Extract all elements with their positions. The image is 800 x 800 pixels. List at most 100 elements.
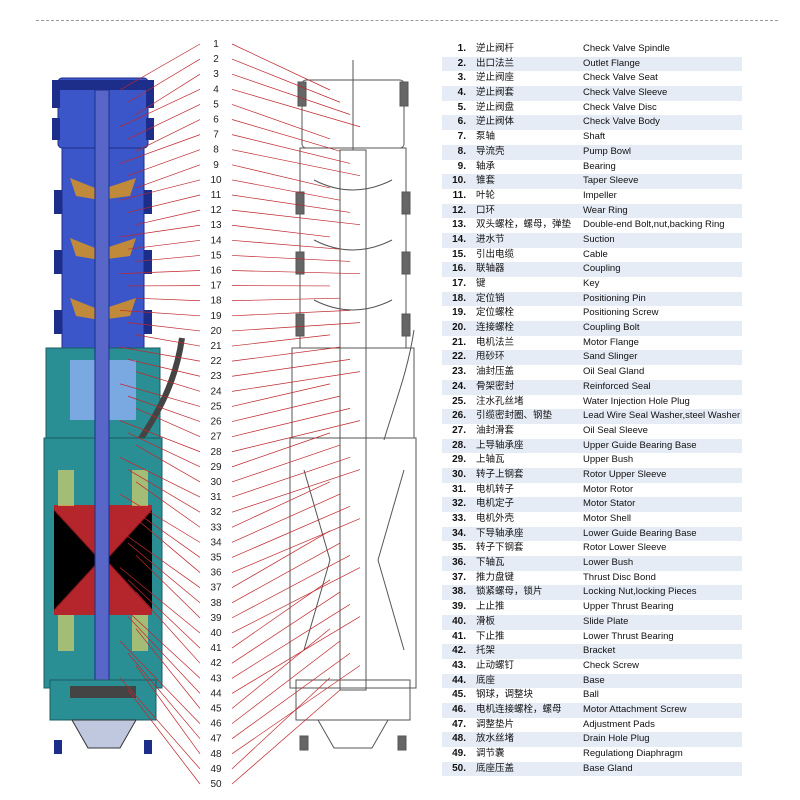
callout-number: 23 xyxy=(210,371,222,382)
leader-line xyxy=(231,194,351,213)
part-name-english: Coupling Bolt xyxy=(583,322,640,334)
part-name-chinese: 逆止阀座 xyxy=(476,72,515,84)
callout-number: 32 xyxy=(210,507,222,518)
leader-line xyxy=(231,359,351,377)
leader-line xyxy=(231,652,351,739)
part-name-chinese: 放水丝堵 xyxy=(476,733,515,745)
callout-number: 2 xyxy=(213,54,219,65)
part-number: 48. xyxy=(452,733,466,745)
part-name-english: Check Screw xyxy=(583,659,639,671)
pump-cross-section-diagram: 1234567891011121314151617181920212223242… xyxy=(43,39,417,790)
leader-line xyxy=(231,640,341,724)
leader-line xyxy=(119,677,201,770)
leader-line xyxy=(231,383,331,407)
part-name-chinese: 双头螺栓，螺母，弹垫 xyxy=(476,219,572,231)
callout-number: 31 xyxy=(210,492,222,503)
part-name-chinese: 逆止阀套 xyxy=(476,87,515,99)
callout-number: 4 xyxy=(213,84,219,95)
callout-number: 38 xyxy=(210,598,222,609)
leader-line xyxy=(231,149,361,177)
leader-line xyxy=(231,506,351,558)
part-number: 25. xyxy=(452,395,466,407)
part-number: 26. xyxy=(452,410,466,422)
part-number: 9. xyxy=(457,160,466,172)
part-number: 34. xyxy=(452,527,466,539)
part-name-chinese: 导流壳 xyxy=(476,145,505,157)
callout-number: 1 xyxy=(213,39,219,50)
callout-number: 11 xyxy=(211,190,222,201)
leader-line xyxy=(127,469,201,513)
leader-line xyxy=(127,579,201,649)
part-name-chinese: 电机外壳 xyxy=(476,513,515,524)
part-name-chinese: 叶轮 xyxy=(476,189,496,201)
leader-line xyxy=(127,653,201,739)
part-name-chinese: 油封压盖 xyxy=(476,366,515,378)
callout-number: 7 xyxy=(213,130,219,141)
part-name-chinese: 下导轴承座 xyxy=(476,527,524,539)
leader-line xyxy=(135,444,201,483)
part-name-chinese: 电机法兰 xyxy=(476,336,515,348)
leader-line xyxy=(119,310,201,317)
part-name-english: Rotor Upper Sleeve xyxy=(583,468,667,480)
leader-line xyxy=(135,371,201,392)
part-name-chinese: 托架 xyxy=(476,645,496,657)
leader-line xyxy=(135,665,201,755)
part-name-chinese: 联轴器 xyxy=(476,263,505,275)
callout-number: 16 xyxy=(210,266,222,277)
part-number: 27. xyxy=(452,424,466,436)
part-name-english: Rotor Lower Sleeve xyxy=(583,542,667,554)
part-number: 22. xyxy=(452,351,466,363)
part-name-english: Bracket xyxy=(583,645,616,657)
cable xyxy=(137,337,185,442)
leader-line xyxy=(231,554,351,619)
part-name-english: Outlet Flange xyxy=(583,57,641,69)
leader-line xyxy=(231,58,341,103)
leader-line xyxy=(231,322,361,332)
part-name-chinese: 轴承 xyxy=(476,160,496,172)
leader-line xyxy=(127,359,201,377)
part-name-english: Motor Stator xyxy=(583,498,636,510)
leader-line xyxy=(231,395,341,422)
leader-line xyxy=(127,616,201,694)
leader-line xyxy=(135,334,201,347)
leader-line xyxy=(127,239,201,250)
part-name-english: Pump Bowl xyxy=(583,145,632,157)
callout-number: 10 xyxy=(210,175,222,186)
leader-line xyxy=(127,149,201,177)
callout-number: 48 xyxy=(210,749,222,760)
leader-line xyxy=(135,209,201,226)
part-number: 35. xyxy=(452,542,466,554)
part-number: 7. xyxy=(457,131,466,143)
part-name-chinese: 油封滑套 xyxy=(476,424,515,436)
callout-number: 12 xyxy=(210,205,222,216)
part-name-chinese: 底座压盖 xyxy=(476,762,515,774)
part-name-english: Upper Guide Bearing Base xyxy=(583,439,697,451)
outline-drawing-view xyxy=(289,60,417,751)
callout-number: 3 xyxy=(213,69,219,80)
part-number: 12. xyxy=(452,204,466,216)
part-name-chinese: 上轴瓦 xyxy=(476,454,505,466)
part-name-chinese: 泵轴 xyxy=(476,131,496,143)
leader-line xyxy=(135,555,201,619)
part-number: 36. xyxy=(452,557,466,569)
leader-line xyxy=(231,73,351,115)
part-name-chinese: 逆止阀体 xyxy=(476,116,515,128)
part-number: 50. xyxy=(452,762,466,774)
